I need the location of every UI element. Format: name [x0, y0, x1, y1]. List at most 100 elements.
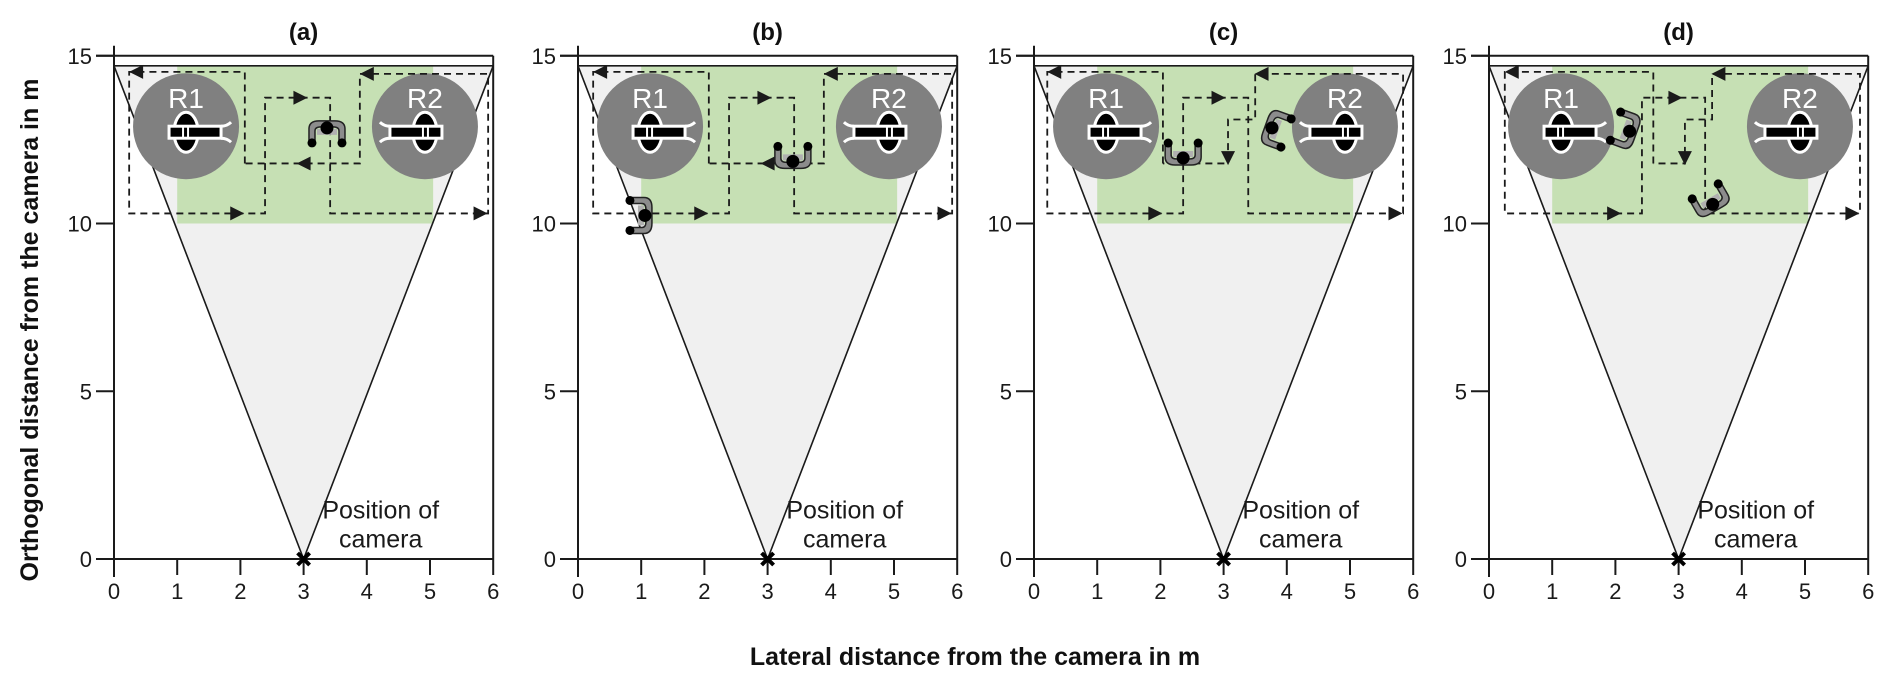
mobile-robot-wheel — [1713, 179, 1723, 189]
path-arrow-head — [1148, 206, 1163, 221]
mobile-robot-wheel — [1687, 194, 1697, 204]
mobile-robot-sensor — [1265, 121, 1279, 135]
camera-label-line1: Position of — [1242, 497, 1359, 525]
robot-label: R2 — [1327, 83, 1363, 114]
mobile-robot-icon — [773, 141, 813, 170]
camera-label-line1: Position of — [786, 497, 903, 525]
path-arrow-head — [1668, 90, 1683, 105]
stationary-robot-r2: R2 — [835, 73, 942, 180]
y-tick-label: 10 — [988, 212, 1012, 237]
mobile-robot-sensor — [320, 121, 334, 135]
path-arrow-head — [1388, 206, 1403, 221]
mobile-robot-icon — [1687, 179, 1730, 218]
x-tick-label: 1 — [1546, 579, 1558, 604]
path-arrow-head — [1211, 90, 1226, 105]
y-tick-label: 15 — [1443, 44, 1467, 69]
mobile-robot-sensor — [638, 208, 652, 222]
x-tick-label: 6 — [1407, 579, 1419, 604]
robot-gripper-icon — [378, 121, 390, 144]
robot-gripper-icon — [1753, 121, 1765, 144]
robot-label: R2 — [407, 83, 443, 114]
path-arrow-head — [1047, 64, 1062, 79]
robot-gripper-icon — [842, 121, 854, 144]
mobile-robot-sensor — [1706, 197, 1720, 211]
mobile-robot-sensor — [1623, 124, 1637, 138]
y-tick-label: 15 — [68, 44, 92, 69]
path-arrow-head — [293, 90, 308, 105]
y-tick-label: 5 — [1455, 379, 1467, 404]
mobile-robot-icon — [625, 195, 653, 235]
x-tick-label: 0 — [1483, 579, 1495, 604]
x-tick-label: 6 — [1862, 579, 1874, 604]
robot-gripper-icon — [684, 121, 697, 144]
mobile-robot-sensor — [786, 154, 800, 168]
path-arrow-head — [473, 206, 488, 221]
mobile-robot-wheel — [1616, 107, 1626, 117]
x-tick-label: 5 — [1344, 579, 1356, 604]
industrial-robot-arm-icon — [1753, 110, 1819, 154]
y-tick-label: 0 — [544, 547, 556, 572]
x-tick-label: 4 — [1736, 579, 1748, 604]
mobile-robot-wheel — [625, 195, 635, 205]
path-arrow-head — [1221, 151, 1236, 166]
x-tick-label: 5 — [888, 579, 900, 604]
path-arrow-head — [1254, 66, 1269, 81]
x-tick-label: 1 — [171, 579, 183, 604]
industrial-robot-arm-icon — [1298, 110, 1364, 154]
robot-gripper-icon — [1298, 121, 1310, 144]
stationary-robot-r2: R2 — [1291, 73, 1398, 180]
y-tick-label: 5 — [80, 379, 92, 404]
robot-label: R2 — [1782, 83, 1818, 114]
camera-label-line2: camera — [339, 525, 422, 553]
x-axis-title: Lateral distance from the camera in m — [750, 643, 1200, 671]
mobile-robot-wheel — [307, 138, 317, 148]
mobile-robot-icon — [1605, 107, 1641, 150]
industrial-robot-arm-icon — [1542, 110, 1608, 154]
mobile-robot-wheel — [803, 141, 813, 151]
robot-label: R1 — [168, 83, 204, 114]
stationary-robot-r1: R1 — [133, 73, 240, 180]
x-tick-label: 0 — [108, 579, 120, 604]
industrial-robot-arm-icon — [842, 110, 908, 154]
x-tick-label: 6 — [487, 579, 499, 604]
stationary-robot-r1: R1 — [597, 73, 704, 180]
robot-arm-link — [1542, 124, 1598, 140]
path-arrow-head — [1845, 206, 1860, 221]
robot-label: R1 — [1543, 83, 1579, 114]
panel-title: (d) — [1663, 19, 1694, 46]
camera-label-line1: Position of — [1697, 497, 1814, 525]
robot-label: R1 — [632, 83, 668, 114]
x-tick-label: 1 — [635, 579, 647, 604]
x-tick-label: 0 — [572, 579, 584, 604]
y-tick-label: 10 — [1443, 212, 1467, 237]
path-arrow-head — [593, 64, 608, 79]
path-arrow-head — [296, 156, 311, 171]
y-tick-label: 5 — [1000, 379, 1012, 404]
path-arrow-head — [1677, 151, 1692, 166]
mobile-robot-wheel — [625, 225, 635, 235]
stationary-robot-r2: R2 — [371, 73, 478, 180]
path-arrow-head — [1607, 206, 1622, 221]
mobile-robot-wheel — [1193, 138, 1203, 148]
camera-label-line1: Position of — [322, 497, 439, 525]
path-arrow-head — [823, 66, 838, 81]
y-tick-label: 0 — [1455, 547, 1467, 572]
x-tick-label: 3 — [1217, 579, 1229, 604]
x-tick-label: 1 — [1091, 579, 1103, 604]
panel-title: (c) — [1209, 19, 1238, 46]
robot-arm-link — [631, 124, 687, 140]
y-tick-label: 0 — [80, 547, 92, 572]
mobile-robot-wheel — [1605, 135, 1615, 145]
mobile-robot-path — [1046, 70, 1404, 215]
x-tick-label: 3 — [1672, 579, 1684, 604]
industrial-robot-arm-icon — [631, 110, 697, 154]
y-tick-label: 10 — [68, 212, 92, 237]
robot-arm-link — [388, 124, 444, 140]
path-arrow-head — [359, 66, 374, 81]
mobile-robot-wheel — [1276, 142, 1286, 152]
path-arrow-head — [1504, 64, 1519, 79]
x-tick-label: 4 — [1281, 579, 1293, 604]
